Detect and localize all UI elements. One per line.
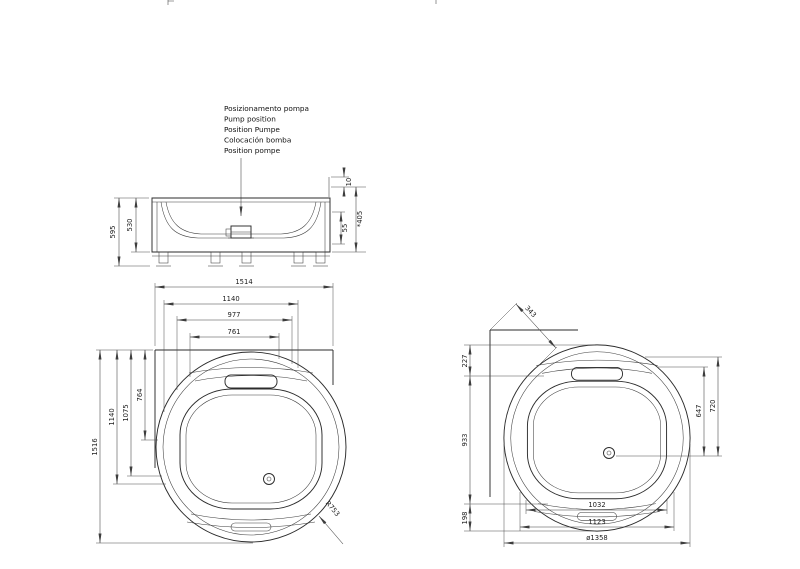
dimension-depth-1075: 1075 [122, 349, 162, 477]
dim-label-977: 977 [228, 311, 241, 319]
dim-label-1140-h: 1140 [222, 295, 239, 303]
dim-label-1140-v: 1140 [108, 408, 116, 425]
dimension-tub-height-530: 530 [126, 197, 150, 253]
dimension-overall-depth-1516: 1516 [91, 349, 253, 544]
dim-label-1358: ø1358 [586, 534, 607, 542]
side-elevation-view: 595 530 10 55 *405 [109, 167, 366, 267]
dimension-top-227: 227 [461, 344, 595, 377]
dim-label-720: 720 [709, 400, 717, 413]
dim-label-1516: 1516 [91, 438, 99, 455]
dim-label-933: 933 [461, 434, 469, 447]
dimension-depth-1140: 1140 [108, 349, 166, 485]
dimension-drain-647: 647 [616, 366, 722, 457]
plan-view-corner-left: 1514 1140 977 761 1516 [91, 278, 347, 545]
dimension-pump-gap-55: 55 [332, 211, 349, 245]
dim-label-405: *405 [356, 211, 364, 227]
dimension-pump-height-405: *405 [332, 186, 366, 253]
dimension-width-1123: 1123 [519, 492, 675, 531]
dim-label-530: 530 [126, 219, 134, 232]
pump-note-line-es: Colocación bomba [224, 136, 291, 145]
pump-note-line-en: Pump position [224, 115, 276, 124]
crop-marks [167, 0, 437, 5]
dim-label-1032: 1032 [588, 501, 605, 509]
dim-label-227: 227 [461, 355, 469, 368]
dim-label-r753: R753 [324, 499, 342, 518]
dim-label-761: 761 [228, 328, 241, 336]
dimension-radius-r753: R753 [318, 499, 344, 545]
dimension-width-1032: 1032 [525, 500, 668, 514]
dim-label-595: 595 [109, 226, 117, 239]
dim-label-1514: 1514 [235, 278, 252, 286]
dimension-width-761: 761 [189, 328, 280, 377]
dim-label-647: 647 [695, 405, 703, 418]
drain-right [603, 447, 615, 459]
dim-label-10: 10 [345, 178, 353, 187]
dim-label-764: 764 [136, 389, 144, 402]
dimension-depth-764: 764 [136, 349, 158, 441]
dimension-rim-lip-10: 10 [331, 167, 366, 197]
bathtub-plan-left [155, 351, 347, 543]
dimension-diameter-1358: ø1358 [503, 444, 691, 547]
dim-label-343: 343 [523, 304, 538, 319]
dimension-overall-width-1514: 1514 [154, 278, 334, 346]
dimension-width-977: 977 [176, 311, 293, 390]
drain-left [263, 473, 275, 485]
pump-position-note: Posizionamento pompa Pump position Posit… [224, 104, 309, 217]
pump-note-line-it: Posizionamento pompa [224, 104, 309, 113]
support-legs [152, 251, 330, 267]
plan-view-corner-right: 343 227 933 198 647 720 [461, 302, 722, 547]
dimension-mid-933: 933 [461, 375, 548, 505]
dimension-total-height-595: 595 [109, 197, 150, 267]
dim-label-1123: 1123 [588, 518, 605, 526]
pump-symbol [225, 225, 254, 239]
dimension-diagonal-343: 343 [489, 302, 558, 375]
dim-label-55: 55 [341, 224, 349, 233]
dimension-drain-720: 720 [645, 356, 722, 457]
dim-label-198: 198 [461, 512, 469, 525]
dimension-width-1140: 1140 [163, 295, 299, 412]
pump-note-line-fr: Position pompe [224, 146, 281, 155]
dimension-bottom-198: 198 [461, 503, 595, 532]
pump-note-line-de: Position Pumpe [224, 125, 280, 134]
dim-label-1075: 1075 [122, 404, 130, 421]
